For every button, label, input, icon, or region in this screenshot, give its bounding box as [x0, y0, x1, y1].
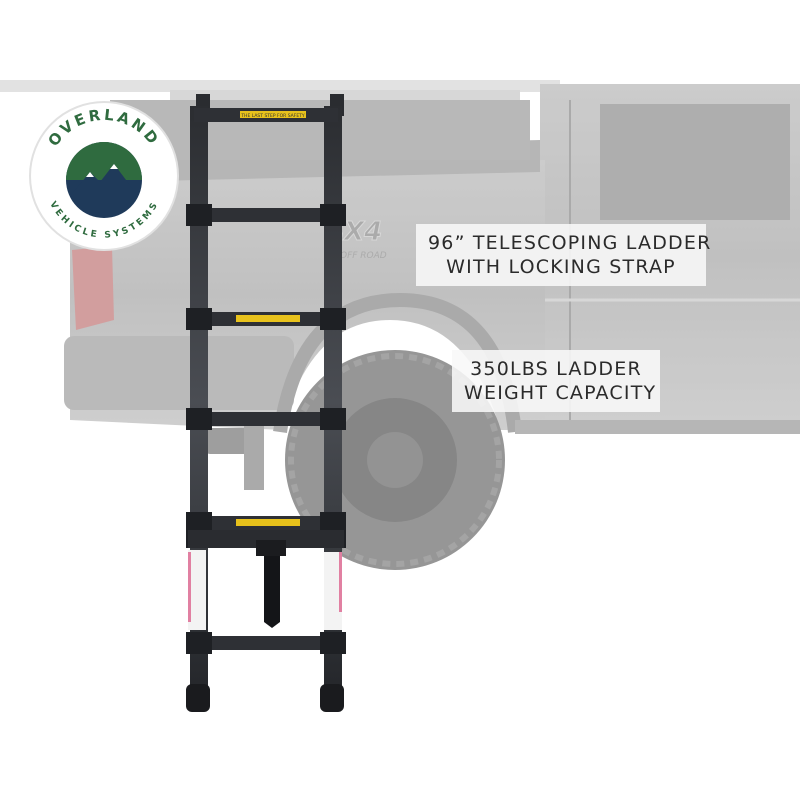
logo-sky: [66, 142, 142, 180]
rear-bumper: [64, 336, 294, 410]
locking-strap: [264, 556, 280, 628]
rung-label: [236, 519, 300, 526]
caption-line: WITH LOCKING STRAP: [446, 256, 676, 278]
wheel-hub: [367, 432, 423, 488]
locking-strap-buckle: [256, 540, 286, 556]
tail-light: [72, 246, 114, 330]
feature-caption-capacity: 350LBS LADDER WEIGHT CAPACITY: [452, 350, 660, 412]
truck-badge-sub: OFF ROAD: [340, 251, 387, 261]
rung-label: [240, 111, 306, 118]
rail-sticker-left: [188, 550, 206, 630]
rung: [194, 208, 338, 222]
rocker-panel: [515, 420, 800, 434]
rail-sticker-right: [324, 552, 342, 630]
tire-tread: [288, 353, 502, 567]
rung: [194, 636, 338, 650]
caption-line: 350LBS LADDER: [470, 358, 642, 380]
feature-caption-ladder: 96” TELESCOPING LADDER WITH LOCKING STRA…: [416, 224, 712, 286]
overland-vehicle-systems-logo: OVERLAND VEHICLE SYSTEMS: [29, 101, 179, 251]
rung: [194, 412, 338, 426]
mountain-icon: [70, 164, 138, 196]
ladder-foot-left: [186, 684, 210, 712]
telescoping-ladder: THE LAST STEP FOR SAFETY: [186, 94, 346, 712]
cab-window: [600, 104, 790, 220]
ladder-foot-right: [320, 684, 344, 712]
truck: 4X4 OFF ROAD: [0, 80, 800, 570]
rung-warning-text: THE LAST STEP FOR SAFETY: [240, 113, 305, 119]
rung-label: [236, 315, 300, 322]
caption-line: 96” TELESCOPING LADDER: [428, 232, 712, 254]
ladder-rail-right: [324, 106, 342, 698]
rack-crossbar: [0, 80, 560, 92]
exhaust-pipe: [206, 428, 250, 454]
hitch: [244, 420, 264, 490]
ladder-base-section: [188, 530, 344, 548]
caption-line: WEIGHT CAPACITY: [464, 382, 657, 404]
